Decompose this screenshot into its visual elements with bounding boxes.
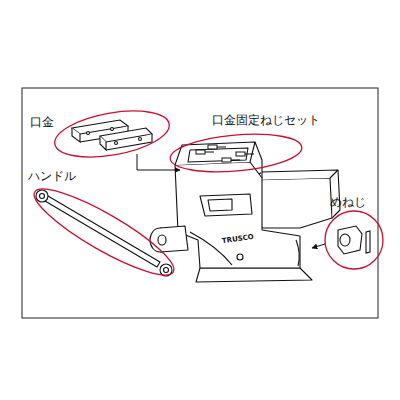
jaw-plates <box>72 120 152 150</box>
leader-arrow <box>137 154 180 170</box>
frame <box>22 88 378 318</box>
part-label: ハンドル <box>28 170 76 183</box>
nut-ellipse <box>325 211 383 269</box>
jaw-ellipse <box>51 103 173 165</box>
screw-ellipse <box>169 129 304 176</box>
handle <box>36 190 172 276</box>
part-label: 口金固定ねじセット <box>212 114 320 127</box>
handle-ellipse <box>26 176 183 287</box>
part-label: めねじ <box>330 196 366 209</box>
vise-body <box>150 142 340 282</box>
leader-arrow <box>312 244 325 248</box>
jaw-screws <box>196 145 254 162</box>
part-label: 口金 <box>30 116 54 129</box>
nut <box>338 226 370 254</box>
